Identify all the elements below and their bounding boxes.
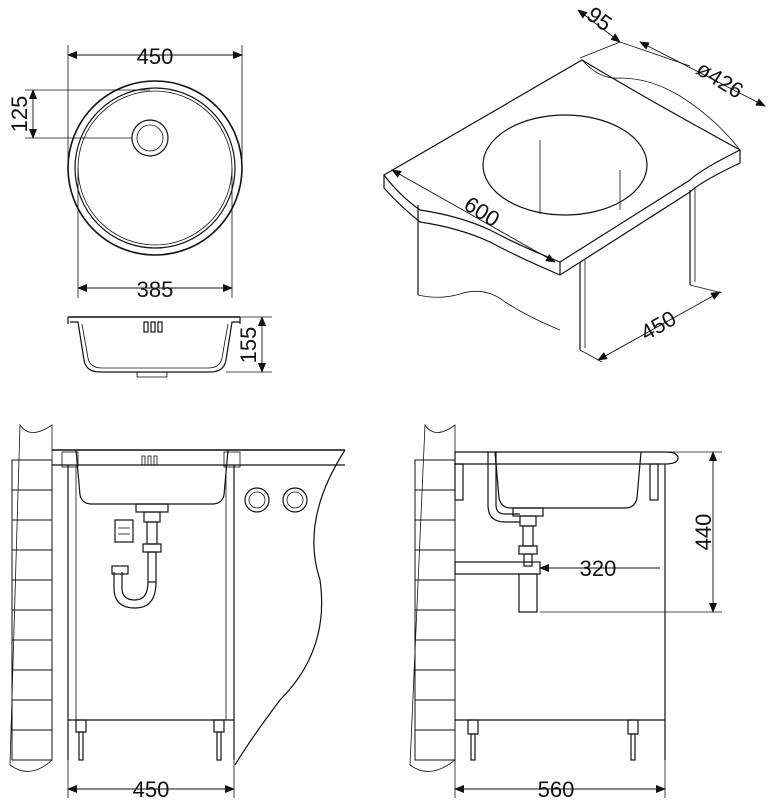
sink-cutout [482, 114, 648, 216]
bowl-profile: 155 [67, 316, 272, 378]
front-view: 450 [9, 423, 346, 802]
dim-label-155: 155 [236, 327, 261, 364]
siphon-front [111, 503, 169, 609]
side-view: 320 440 560 [409, 423, 722, 802]
dim-label-125: 125 [7, 96, 32, 133]
top-view: 450 385 125 [7, 44, 243, 302]
dim-label-320: 320 [580, 556, 617, 581]
dim-label-385: 385 [137, 277, 174, 302]
dim-label-450-iso: 450 [636, 305, 680, 345]
dim-label-450-front: 450 [133, 777, 170, 800]
dim-label-560: 560 [538, 777, 575, 800]
dim-label-95: 95 [582, 2, 617, 37]
dim-label-426: ø426 [692, 56, 748, 104]
dim-label-440: 440 [691, 514, 716, 551]
brick-wall-left [9, 423, 53, 772]
isometric-view: 95 ø426 600 450 [383, 2, 766, 363]
dim-label-450-top: 450 [137, 44, 174, 69]
drain-inner-ring [136, 124, 164, 152]
brick-wall-right [409, 423, 456, 772]
dim-label-600: 600 [460, 191, 504, 232]
